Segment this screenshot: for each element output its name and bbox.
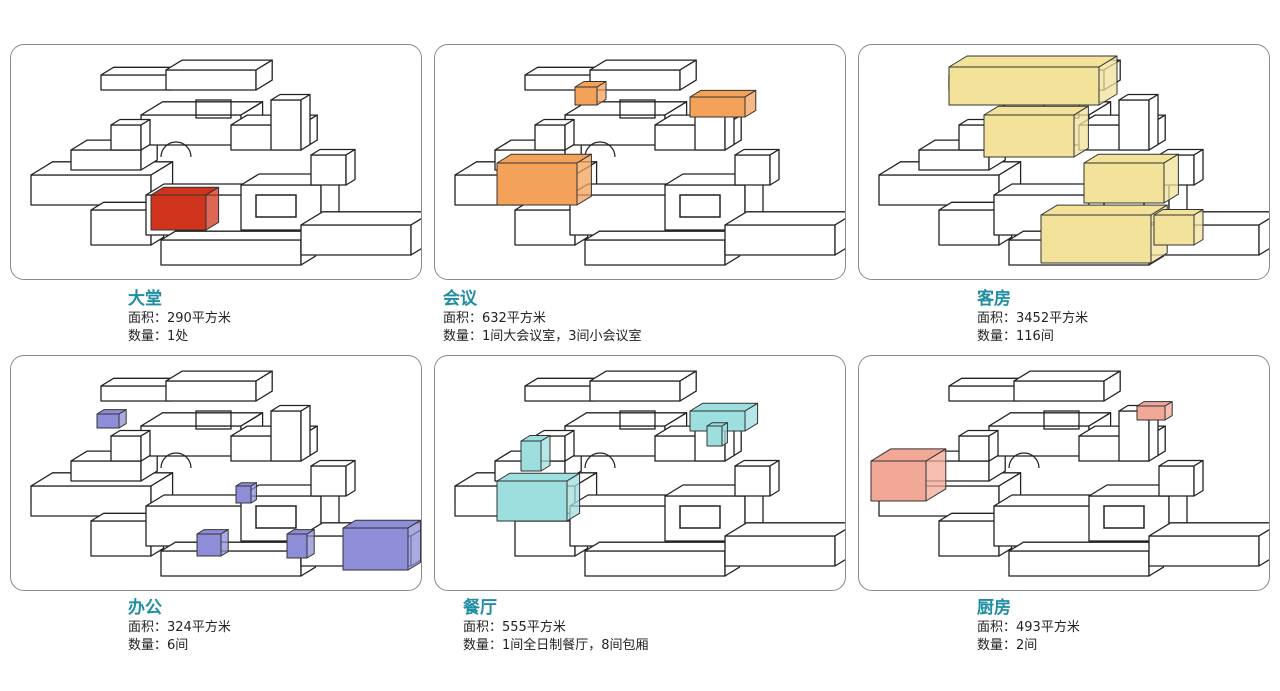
building-block [584,541,741,577]
caption-lobby: 大堂面积：290平方米数量：1处 [128,288,231,346]
highlighted-zone [235,482,257,504]
building-block [300,211,421,256]
caption-meeting: 会议面积：632平方米数量：1间大会议室，3间小会议室 [443,288,642,346]
building-block [589,370,697,402]
panel-meeting [434,44,846,280]
building-block [1008,541,1165,577]
highlighted-zone [574,81,607,106]
highlighted-zone [1136,401,1173,421]
building-block [584,230,741,266]
building-block [310,148,356,186]
highlighted-zone [286,529,315,559]
building-block [734,148,780,186]
highlighted-zone [1153,209,1204,246]
building-block [1118,93,1159,151]
highlighted-zone [1040,204,1168,264]
building-block [165,59,273,91]
building-block [724,522,845,567]
highlighted-zone [150,186,220,231]
panel-dining [434,355,846,591]
caption-area: 面积：555平方米 [463,620,566,635]
building-courtyard [195,99,232,119]
building-diagram-dining [454,370,845,577]
highlighted-zone [689,402,759,432]
panel-office [10,355,422,591]
building-diagram-meeting [454,59,845,266]
caption-area: 面积：493平方米 [977,620,1080,635]
building-courtyard [679,194,721,218]
building-block [30,161,174,206]
building-block [1013,370,1121,402]
caption-guestroom: 客房面积：3452平方米数量：116间 [977,288,1088,346]
highlighted-zone [706,422,728,447]
building-arch [584,141,616,158]
building-block [160,230,317,266]
building-arch [160,452,192,469]
caption-area: 面积：290平方米 [128,311,231,326]
caption-count: 数量：116间 [977,329,1054,344]
caption-count: 数量：1间全日制餐厅，8间包厢 [463,638,649,653]
building-arch [584,452,616,469]
building-block [958,429,999,462]
caption-area: 面积：324平方米 [128,620,231,635]
building-courtyard [619,410,656,430]
caption-count: 数量：1间大会议室，3间小会议室 [443,329,642,344]
caption-count: 数量：1处 [128,329,189,344]
caption-title: 大堂 [128,289,162,309]
caption-kitchen: 厨房面积：493平方米数量：2间 [977,597,1080,655]
building-block [734,459,780,497]
building-block [165,370,273,402]
caption-count: 数量：2间 [977,638,1038,653]
panel-guestroom [858,44,1270,280]
caption-area: 面积：3452平方米 [977,311,1089,326]
caption-count: 数量：6间 [128,638,189,653]
panel-kitchen [858,355,1270,591]
building-block [110,118,151,151]
caption-title: 办公 [128,598,162,618]
caption-office: 办公面积：324平方米数量：6间 [128,597,231,655]
caption-title: 会议 [443,289,477,309]
building-block [140,412,264,457]
building-block [310,459,356,497]
building-diagram-lobby [30,59,421,266]
caption-title: 餐厅 [463,598,497,618]
building-courtyard [255,194,297,218]
building-block [724,211,845,256]
building-block [1158,459,1204,497]
highlighted-zone [342,519,421,571]
building-arch [1008,452,1040,469]
building-block [1148,522,1269,567]
building-block [270,93,311,151]
building-courtyard [679,505,721,529]
caption-title: 客房 [977,289,1011,309]
highlighted-zone [870,448,947,502]
highlighted-zone [983,105,1089,158]
building-diagram-kitchen [870,370,1269,577]
building-block [270,404,311,462]
building-diagram-office [30,370,421,577]
building-arch [160,141,192,158]
caption-dining: 餐厅面积：555平方米数量：1间全日制餐厅，8间包厢 [463,597,649,655]
highlighted-zone [196,529,229,557]
panel-lobby [10,44,422,280]
highlighted-zone [1083,153,1179,204]
highlighted-zone [496,472,581,522]
highlighted-zone [948,55,1118,106]
building-diagram-guestroom [878,55,1269,266]
building-courtyard [1103,505,1145,529]
building-courtyard [255,505,297,529]
highlighted-zone [520,435,551,472]
building-block [110,429,151,462]
caption-title: 厨房 [977,598,1011,618]
building-courtyard [195,410,232,430]
highlighted-zone [689,89,757,118]
building-courtyard [1043,410,1080,430]
building-block [140,101,264,146]
highlighted-zone [496,153,592,206]
building-block [534,118,575,151]
highlighted-zone [96,409,127,429]
caption-area: 面积：632平方米 [443,311,546,326]
building-courtyard [619,99,656,119]
